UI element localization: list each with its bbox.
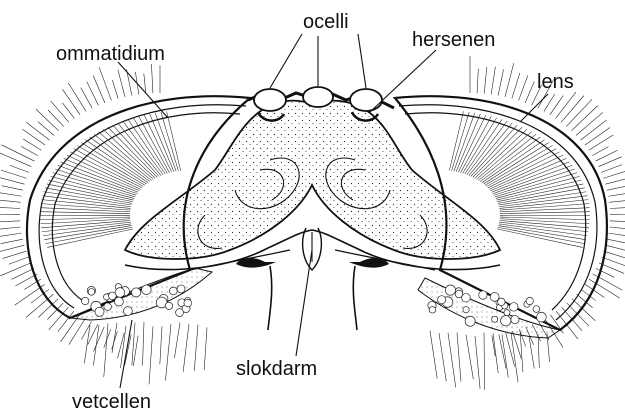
label-hersenen: hersenen (412, 29, 495, 51)
label-ocelli: ocelli (303, 11, 349, 33)
label-ommatidium: ommatidium (56, 43, 165, 65)
hersenen-leader (370, 50, 436, 112)
slokdarm-leader (296, 250, 312, 356)
vetcellen-leader (120, 320, 132, 388)
right-ocellus (350, 89, 382, 111)
left-ocellus (254, 89, 286, 111)
label-vetcellen: vetcellen (72, 391, 151, 411)
median-ocellus (303, 87, 333, 107)
ocelli-leader-right (358, 34, 366, 88)
label-lens: lens (537, 71, 574, 93)
lens-leader (520, 94, 548, 122)
oesophagus (236, 228, 389, 330)
ocelli-leader-left (270, 34, 302, 88)
label-slokdarm: slokdarm (236, 358, 317, 380)
